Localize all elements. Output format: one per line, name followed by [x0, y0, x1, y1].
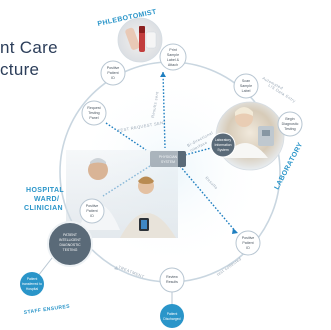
node-review-results[interactable]: Review Results: [159, 267, 185, 293]
svg-text:ID: ID: [246, 246, 250, 250]
svg-text:Label: Label: [242, 89, 251, 93]
arrowhead-up: [160, 72, 166, 77]
svg-text:Panel: Panel: [89, 116, 98, 120]
svg-text:Begin: Begin: [285, 117, 294, 121]
svg-text:Request: Request: [87, 106, 100, 110]
phlebotomist-photo: [117, 17, 163, 63]
stem-transferred: [37, 257, 53, 277]
node-request-panel[interactable]: Request Testing Panel: [81, 100, 107, 126]
arc-label-staff-ensures: STAFF ENSURES: [23, 304, 70, 316]
svg-text:Results: Results: [166, 280, 178, 284]
role-hospital-line-3: CLINICIAN: [24, 205, 63, 212]
svg-text:Information: Information: [215, 143, 232, 147]
svg-text:Discharged: Discharged: [163, 317, 180, 321]
svg-text:Patient: Patient: [27, 277, 38, 281]
title-line-1: nt Care: [0, 38, 58, 57]
title-line-2: cture: [0, 60, 40, 79]
node-positive-id-top[interactable]: Positive Patient ID: [100, 60, 126, 86]
svg-text:Scan: Scan: [242, 79, 250, 83]
svg-text:Hospital: Hospital: [26, 287, 38, 291]
node-positive-id-left[interactable]: Positive Patient ID: [79, 198, 105, 224]
arc-label-treatment: TREATMENT: [118, 264, 146, 279]
role-hospital-line-2: WARD/: [34, 196, 59, 203]
node-patient-diagnostic[interactable]: PATIENT INTELLIGENT DIAGNOSTIC TESTING: [47, 221, 93, 267]
svg-text:Laboratory: Laboratory: [215, 138, 232, 142]
node-lab-info-system[interactable]: Laboratory Information System: [210, 132, 236, 158]
svg-text:System: System: [217, 148, 228, 152]
svg-text:Patient: Patient: [86, 209, 97, 213]
laboratory-technician-photo: [215, 101, 285, 171]
svg-text:ID: ID: [111, 76, 115, 80]
role-hospital-line-1: HOSPITAL: [26, 187, 64, 194]
svg-text:Positive: Positive: [242, 236, 255, 240]
node-print-labels[interactable]: Print Sample Label & Attach: [159, 43, 187, 71]
svg-text:ID: ID: [90, 214, 94, 218]
svg-text:Diagnostic: Diagnostic: [282, 122, 299, 126]
svg-text:Positive: Positive: [86, 204, 99, 208]
svg-text:Sample: Sample: [167, 53, 179, 57]
arc-label-test-collected: test collected: [216, 256, 243, 277]
node-positive-id-right[interactable]: Positive Patient ID: [235, 230, 261, 256]
node-scan-label[interactable]: Scan Sample Label: [233, 73, 259, 99]
svg-text:Patient: Patient: [107, 71, 118, 75]
node-begin-testing[interactable]: Begin Diagnostic Testing: [277, 111, 303, 137]
svg-text:Positive: Positive: [107, 66, 120, 70]
svg-text:Review: Review: [166, 275, 178, 279]
svg-text:transferred to: transferred to: [22, 282, 42, 286]
svg-text:Label &: Label &: [167, 58, 180, 62]
svg-text:Patient: Patient: [242, 241, 253, 245]
ring-arrow-bottom: [114, 266, 118, 270]
svg-text:INTELLIGENT: INTELLIGENT: [59, 238, 81, 242]
svg-text:Testing: Testing: [284, 127, 295, 131]
svg-text:Testing: Testing: [88, 111, 99, 115]
clinician-patient-photo: [66, 150, 178, 238]
svg-text:Sample: Sample: [240, 84, 252, 88]
node-patient-discharged[interactable]: Patient Discharged: [160, 304, 184, 328]
svg-text:PATIENT: PATIENT: [63, 233, 77, 237]
svg-text:DIAGNOSTIC: DIAGNOSTIC: [59, 243, 81, 247]
node-patient-transferred[interactable]: Patient transferred to Hospital: [20, 272, 44, 296]
svg-text:TESTING: TESTING: [63, 248, 78, 252]
svg-text:Patient: Patient: [167, 312, 178, 316]
svg-text:Print: Print: [169, 48, 176, 52]
arrowhead-down-right: [232, 228, 238, 234]
arc-label-results-sent: Results sent: [150, 90, 160, 118]
svg-text:Attach: Attach: [168, 63, 178, 67]
